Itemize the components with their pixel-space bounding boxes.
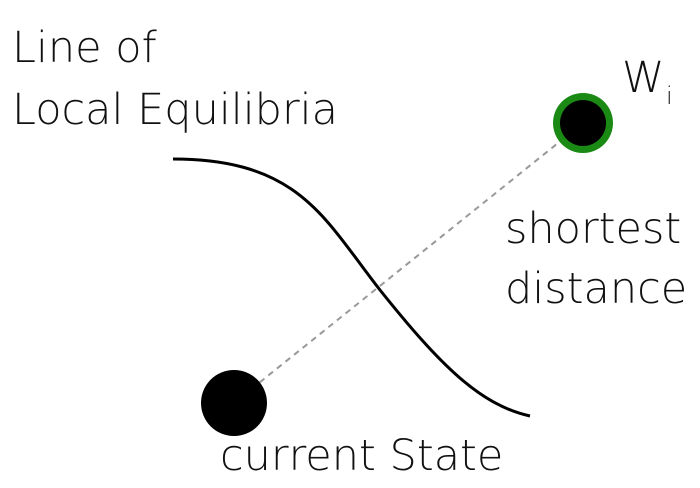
equilibrium-curve bbox=[172, 157, 531, 418]
distance-label-line1: shortest bbox=[505, 204, 681, 254]
current-state-label: current State bbox=[220, 431, 503, 481]
target-point bbox=[560, 100, 606, 146]
target-label-subscript: i bbox=[666, 82, 673, 110]
curve-label-line1: Line of bbox=[12, 23, 157, 73]
curve-label-line2: Local Equilibria bbox=[12, 85, 338, 135]
shortest-distance-line bbox=[233, 122, 584, 404]
distance-label-line2: distance bbox=[505, 264, 687, 314]
target-label: W bbox=[622, 53, 665, 103]
current-state-point bbox=[201, 370, 267, 436]
